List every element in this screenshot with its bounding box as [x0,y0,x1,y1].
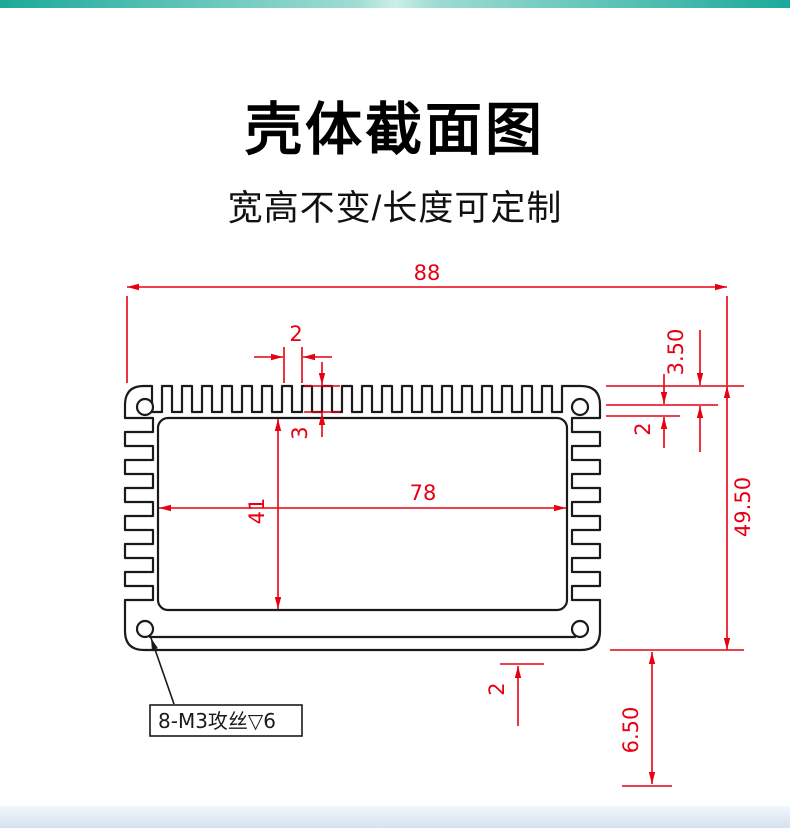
dim-bottom-rib: 2 [485,682,509,695]
screw-hole-top-left [135,397,155,417]
dim-inner-height: 41 [245,498,269,525]
dim-fin-height: 3 [288,426,312,439]
bottom-section-band [0,806,790,828]
dim-bottom-depth: 6.50 [619,707,643,754]
tap-leader-line [150,637,175,705]
dimension-lines [126,283,744,787]
screw-hole-top-right [570,397,590,417]
dim-side-rib: 2 [631,422,655,435]
dim-overall-width: 88 [414,261,441,285]
page-title: 壳体截面图 [245,98,545,162]
page-subtitle: 宽高不变/长度可定制 [227,189,563,228]
enclosure-profile [123,384,602,652]
top-accent-band [0,0,790,8]
tap-annotation [149,637,303,737]
dim-inner-width: 78 [410,481,437,505]
tap-note: 8-M3攻丝▽6 [158,709,276,733]
dim-fin-pitch: 2 [289,322,302,346]
inner-cavity [156,416,569,612]
dimension-labels: 88 78 2 3 41 49.50 3.50 2 2 6.50 [245,261,755,753]
dim-overall-height: 49.50 [731,477,755,537]
tap-label-box [149,704,303,737]
screw-hole-bottom-right [570,619,590,639]
dim-top-edge: 3.50 [664,329,688,376]
screw-hole-bottom-left [135,619,155,639]
